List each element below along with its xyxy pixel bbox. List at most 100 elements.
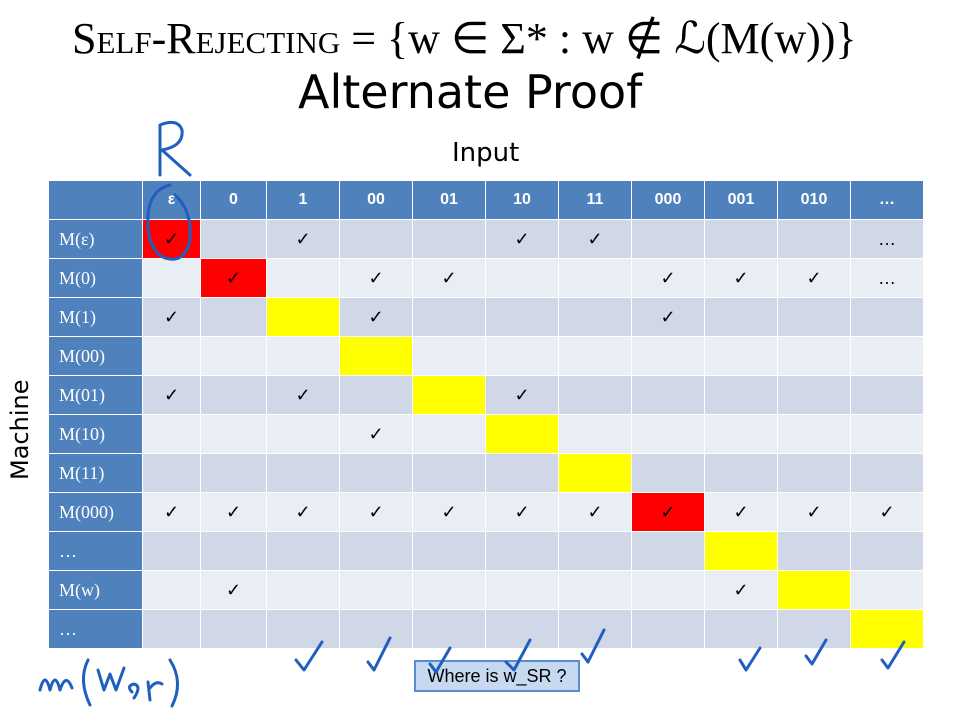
table-row: … [48,609,924,649]
table-cell [412,570,486,610]
table-row: M(01)✓✓✓ [48,375,924,415]
row-header: M(000) [48,492,143,532]
table-cell [631,336,705,376]
column-header: 00 [339,180,413,220]
table-cell [412,297,486,337]
table-cell [777,297,851,337]
definition-formula: Self-Rejecting = {w ∈ Σ* : w ∉ ℒ(M(w))} [72,8,952,70]
table-row: M(ε)✓✓✓✓… [48,219,924,259]
row-header: M(10) [48,414,143,454]
callout-text: Where is w_SR ? [427,666,567,686]
table-cell: ✓ [266,375,340,415]
table-cell: ✓ [704,492,778,532]
column-header: 01 [412,180,486,220]
table-cell: ✓ [558,492,632,532]
table-cell [850,531,924,571]
table-cell: ✓ [558,219,632,259]
table-cell: ✓ [485,492,559,532]
table-cell: ✓ [704,258,778,298]
table-cell [704,336,778,376]
table-cell [558,375,632,415]
column-header: 001 [704,180,778,220]
table-cell [412,414,486,454]
table-cell: ✓ [266,219,340,259]
table-cell [200,297,267,337]
table-cell [339,453,413,493]
table-row: M(00) [48,336,924,376]
column-header: … [850,180,924,220]
table-cell [412,375,486,415]
table-cell [485,258,559,298]
table-cell [704,609,778,649]
table-cell [485,570,559,610]
table-cell [485,336,559,376]
table-cell [777,219,851,259]
table-cell: ✓ [200,492,267,532]
table-cell [777,531,851,571]
table-cell [704,297,778,337]
table-cell [485,531,559,571]
table-cell [200,336,267,376]
table-cell: ✓ [631,492,705,532]
table-cell [631,531,705,571]
table-cell [142,453,201,493]
table-cell [200,531,267,571]
row-header: … [48,609,143,649]
formula-rhs: = {w ∈ Σ* : w ∉ ℒ(M(w))} [351,14,857,63]
table-cell [412,336,486,376]
table-cell [631,375,705,415]
handwritten-m-icon [38,678,74,692]
table-cell [558,258,632,298]
table-row: M(11) [48,453,924,493]
table-cell [558,414,632,454]
table-row: M(1)✓✓✓ [48,297,924,337]
table-cell: ✓ [412,258,486,298]
table-cell [266,258,340,298]
table-cell [142,336,201,376]
slide-title: Alternate Proof [298,65,643,119]
table-cell [558,609,632,649]
table-cell [704,453,778,493]
table-cell [339,336,413,376]
table-cell [777,375,851,415]
column-header: ε [142,180,201,220]
table-cell [631,219,705,259]
table-cell: … [850,219,924,259]
table-row: … [48,531,924,571]
table-cell: ✓ [200,258,267,298]
table-cell [704,531,778,571]
where-callout: Where is w_SR ? [414,660,580,692]
table-cell [777,336,851,376]
row-header: M(1) [48,297,143,337]
table-cell [777,414,851,454]
table-row: M(000)✓✓✓✓✓✓✓✓✓✓✓ [48,492,924,532]
table-cell: ✓ [485,375,559,415]
table-cell [339,531,413,571]
table-cell [412,219,486,259]
table-cell [200,453,267,493]
table-cell [142,258,201,298]
table-cell [339,219,413,259]
column-header: 1 [266,180,340,220]
table-cell: ✓ [485,219,559,259]
table-row: M(0)✓✓✓✓✓✓… [48,258,924,298]
table-cell: ✓ [339,297,413,337]
table-cell: ✓ [777,492,851,532]
corner-cell [48,180,143,220]
table-cell [777,453,851,493]
table-cell [704,414,778,454]
table-cell [777,570,851,610]
column-header: 000 [631,180,705,220]
table-cell [339,609,413,649]
table-cell [850,453,924,493]
table-cell [558,297,632,337]
table-cell [485,453,559,493]
table-cell [200,414,267,454]
table-cell [558,570,632,610]
column-header: 11 [558,180,632,220]
table-cell [142,414,201,454]
table-cell [412,531,486,571]
table-cell: ✓ [631,258,705,298]
table-cell [142,531,201,571]
